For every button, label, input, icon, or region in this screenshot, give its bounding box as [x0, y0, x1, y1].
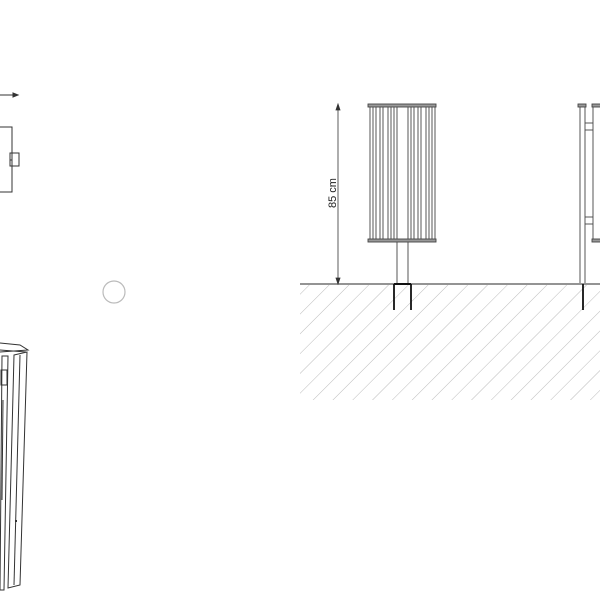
ground-hatch [300, 285, 600, 400]
height-dimension-label: 85 cm [327, 178, 339, 208]
bottom-rail [367, 238, 437, 243]
front-elevation [367, 103, 437, 310]
carousel-indicator-dot[interactable] [102, 280, 126, 304]
top-rail [367, 103, 437, 108]
height-dimension [335, 102, 341, 286]
plan-view-partial [0, 92, 20, 193]
side-elevation [577, 103, 600, 310]
perspective-view-partial [0, 342, 30, 591]
